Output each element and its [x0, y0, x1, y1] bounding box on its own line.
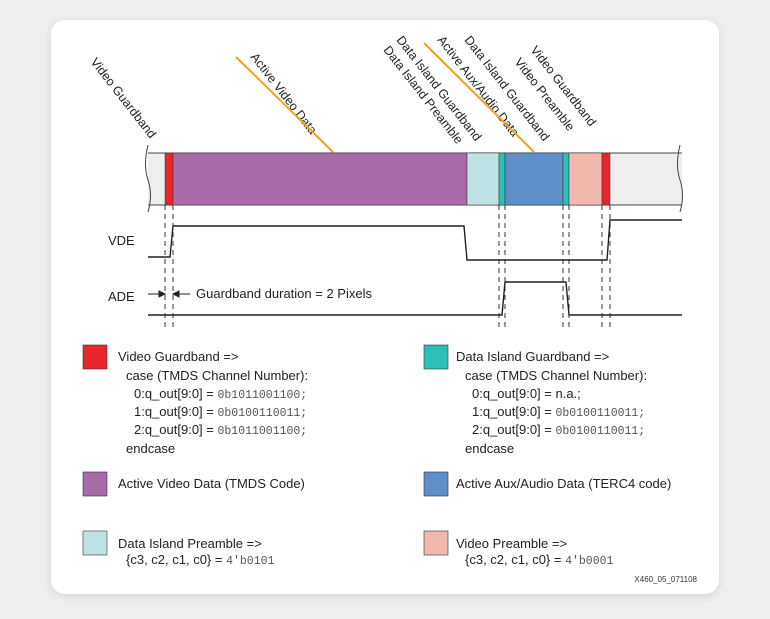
code-value: 0b0100110011; — [555, 407, 645, 420]
legend-data-island-preamble-expr: {c3, c2, c1, c0} = 4'b0101 — [126, 552, 275, 568]
code-value: 0b1011001100; — [217, 389, 307, 402]
legend-data-island-preamble-title: Data Island Preamble => — [118, 536, 262, 551]
timing-diagram: Video Guardband Active Video Data Data I… — [82, 33, 698, 584]
vde-waveform — [148, 219, 682, 261]
guardband-duration-note: Guardband duration = 2 Pixels — [196, 286, 372, 301]
legend-active-aux-audio-data-title: Active Aux/Audio Data (TERC4 code) — [456, 476, 671, 491]
code-value: 0b0100110011; — [217, 407, 307, 420]
label-active-video-data: Active Video Data — [248, 50, 320, 137]
segment-video-guardband-left — [164, 152, 174, 206]
legend-data-island-guardband-line-5: endcase — [465, 441, 514, 456]
segment-data-island-guardband-right — [562, 152, 570, 206]
legend-video-guardband-line-2: 0:q_out[9:0] = 0b1011001100; — [134, 386, 307, 402]
code-value: 0b0100110011; — [555, 425, 645, 438]
legend-video-preamble-title: Video Preamble => — [456, 536, 567, 551]
legend-swatch-data-island-guardband — [423, 344, 449, 370]
segment-data-island-preamble — [466, 152, 500, 206]
segment-video-guardband-right — [601, 152, 611, 206]
legend-swatch-video-preamble — [423, 530, 449, 556]
guardband-arrows — [148, 290, 190, 298]
legend-active-video-data-title: Active Video Data (TMDS Code) — [118, 476, 305, 491]
legend-video-guardband-line-4: 2:q_out[9:0] = 0b1011001100; — [134, 422, 307, 438]
legend-video-guardband-line-3: 1:q_out[9:0] = 0b0100110011; — [134, 404, 307, 420]
bar-break-right — [677, 144, 683, 213]
legend-video-guardband-title: Video Guardband => — [118, 349, 238, 364]
dashed-markers — [164, 205, 611, 328]
legend-data-island-guardband-line-1: case (TMDS Channel Number): — [465, 368, 647, 383]
legend-swatch-video-guardband — [82, 344, 108, 370]
figure-card: Video Guardband Active Video Data Data I… — [51, 20, 719, 594]
leader-active-video — [235, 56, 334, 153]
legend-data-island-guardband-line-2: 0:q_out[9:0] = n.a.; — [472, 386, 581, 401]
figure-id: X460_05_071108 — [634, 575, 697, 584]
leader-active-aux — [423, 42, 535, 153]
legend-video-guardband-line-5: endcase — [126, 441, 175, 456]
label-video-guardband-left: Video Guardband — [88, 55, 159, 141]
legend-swatch-active-aux-audio-data — [423, 471, 449, 497]
legend-swatch-active-video-data — [82, 471, 108, 497]
segment-active-aux-audio-data — [504, 152, 564, 206]
segment-video-preamble — [568, 152, 603, 206]
segment-active-video-data — [172, 152, 468, 206]
code-value: 4'b0101 — [226, 555, 274, 568]
legend-data-island-guardband-line-4: 2:q_out[9:0] = 0b0100110011; — [472, 422, 645, 438]
vde-label: VDE — [108, 233, 135, 248]
legend-data-island-guardband-line-3: 1:q_out[9:0] = 0b0100110011; — [472, 404, 645, 420]
ade-label: ADE — [108, 289, 135, 304]
legend-video-guardband-line-1: case (TMDS Channel Number): — [126, 368, 308, 383]
ade-waveform — [148, 281, 682, 316]
segment-data-island-guardband-left — [498, 152, 506, 206]
code-value: 4'b0001 — [565, 555, 613, 568]
legend-swatch-data-island-preamble — [82, 530, 108, 556]
code-value: 0b1011001100; — [217, 425, 307, 438]
legend-video-preamble-expr: {c3, c2, c1, c0} = 4'b0001 — [465, 552, 614, 568]
bar-break-left — [145, 144, 151, 213]
legend-data-island-guardband-title: Data Island Guardband => — [456, 349, 609, 364]
